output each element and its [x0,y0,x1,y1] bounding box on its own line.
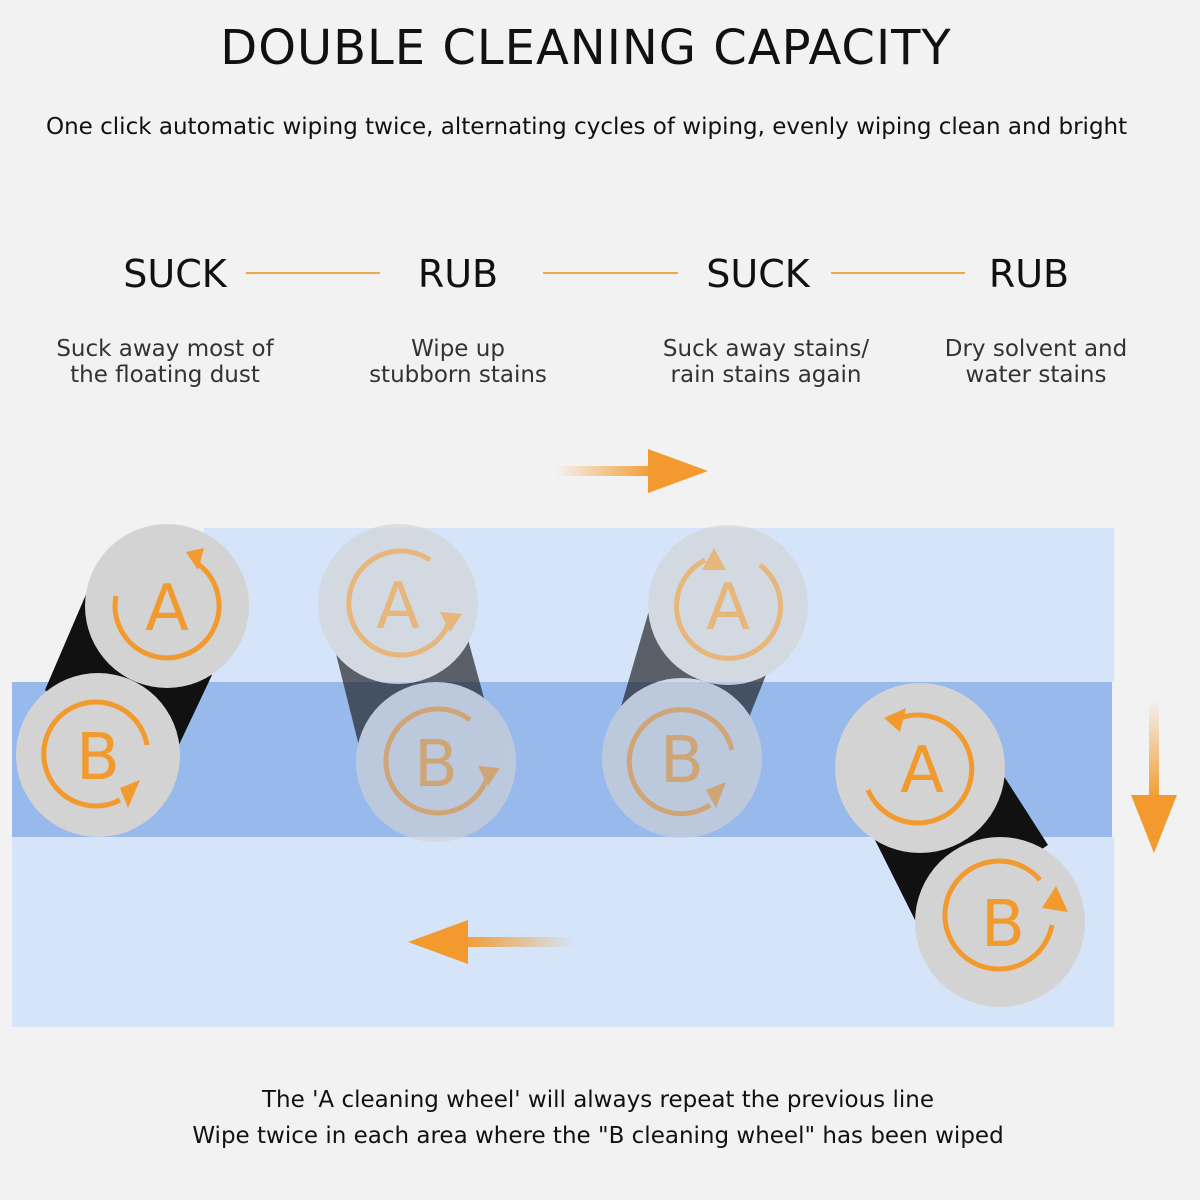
footer-line-2: Wipe twice in each area where the "B cle… [192,1123,1004,1149]
wheel-b-2-letter: B [414,728,458,802]
step-1-description: Suck away most of the floating dust [25,336,305,388]
step-1-desc-line2: the floating dust [70,362,260,388]
page-title: DOUBLE CLEANING CAPACITY [220,20,952,76]
cleaning-path-illustration: A B A B A [12,449,1177,1027]
wheel-b-1: B [16,673,180,837]
wheel-a-3: A [648,525,808,685]
step-connector-3 [831,272,965,274]
wheel-b-4: B [915,837,1085,1007]
step-4-label: RUB [988,252,1070,296]
step-connector-2 [543,272,678,274]
rotate-arrow-icon [112,561,222,661]
step-2-label: RUB [417,252,499,296]
wheel-b-3-letter: B [660,724,704,798]
wheel-pair-position-4: A B [835,683,1085,1007]
step-connector-1 [246,272,380,274]
wheel-pair-position-1: A B [16,524,249,837]
rotate-arrow-icon [674,557,784,661]
arrow-down-icon [1131,700,1177,853]
step-3-desc-line2: rain stains again [670,362,862,388]
rotate-arrow-icon [346,548,453,658]
rotate-arrow-icon [865,712,975,826]
wheel-a-1: A [85,524,249,688]
wheel-pair-position-3: A B [602,525,808,838]
wheel-a-3-letter: A [706,571,750,645]
step-4-desc-line1: Dry solvent and [944,336,1128,362]
step-1-desc-line1: Suck away most of [56,336,274,362]
step-2-desc-line2: stubborn stains [369,362,547,388]
step-2-description: Wipe up stubborn stains [318,336,598,388]
wheel-pair-position-2: A B [318,524,516,842]
rotate-arrow-icon [942,858,1055,972]
wheel-b-3: B [602,678,762,838]
arrow-left-icon [408,920,574,964]
wheel-b-4-letter: B [981,888,1025,962]
footer-line-1: The 'A cleaning wheel' will always repea… [262,1087,934,1113]
wheel-a-1-letter: A [145,572,189,646]
step-4-desc-line2: water stains [965,362,1107,388]
rotate-arrow-icon [383,706,491,816]
wheel-a-4: A [835,683,1005,853]
rotate-arrow-icon [41,699,150,809]
wheel-a-2: A [318,524,478,684]
wheel-b-1-letter: B [76,721,120,795]
step-3-desc-line1: Suck away stains/ [662,336,870,362]
step-1-label: SUCK [123,252,227,296]
step-2-desc-line1: Wipe up [411,336,505,362]
wheel-b-2: B [356,682,516,842]
wheel-a-4-letter: A [900,734,944,808]
wheel-a-2-letter: A [376,570,420,644]
step-4-description: Dry solvent and water stains [896,336,1176,388]
arrow-right-icon [555,449,708,493]
rotate-arrow-icon [626,707,735,817]
step-3-label: SUCK [706,252,810,296]
page-subtitle: One click automatic wiping twice, altern… [46,114,1128,140]
step-3-description: Suck away stains/ rain stains again [626,336,906,388]
